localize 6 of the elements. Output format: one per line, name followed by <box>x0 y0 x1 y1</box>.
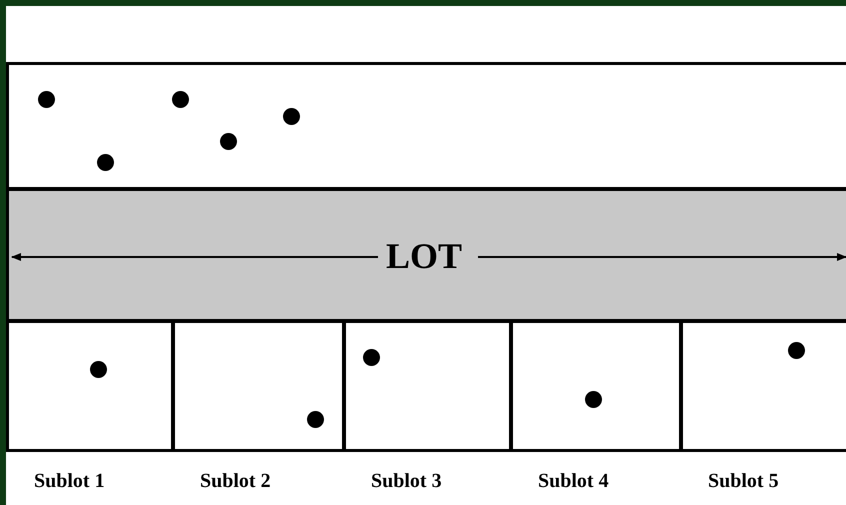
sublot-label: Sublot 5 <box>708 470 779 493</box>
sublot-label: Sublot 3 <box>371 470 442 493</box>
sublot-label: Sublot 1 <box>34 470 105 493</box>
lot-label: LOT <box>386 235 462 277</box>
sublot-label: Sublot 4 <box>538 470 609 493</box>
sublot-label: Sublot 2 <box>200 470 271 493</box>
